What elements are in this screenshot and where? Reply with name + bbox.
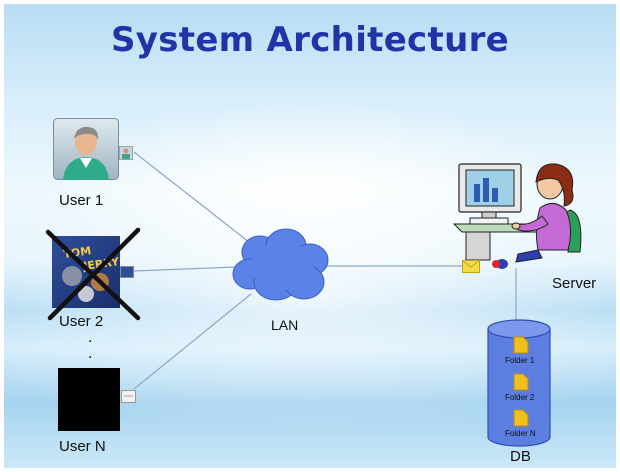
ellipsis: . . xyxy=(88,329,93,362)
folder-label: Folder 2 xyxy=(505,393,535,402)
connector-lines xyxy=(133,151,517,390)
folder-icon xyxy=(513,336,529,354)
lan-label: LAN xyxy=(271,317,299,333)
folder-icon xyxy=(513,409,529,427)
user2-label: User 2 xyxy=(59,313,104,330)
folder-label: Folder N xyxy=(505,429,536,438)
svg-text:TOM: TOM xyxy=(63,244,92,261)
link-user1-lan xyxy=(133,151,255,247)
user1-small-icon xyxy=(119,146,133,160)
server-illustration xyxy=(444,154,592,272)
folder-icon xyxy=(513,373,529,391)
userN-small-icon xyxy=(121,390,136,403)
user1-label: User 1 xyxy=(59,192,104,209)
page-title: System Architecture xyxy=(110,20,509,60)
envelope-icon xyxy=(462,260,480,273)
link-userN-lan xyxy=(133,293,252,390)
userN-label: User N xyxy=(59,438,106,455)
person-at-computer-icon xyxy=(452,163,582,269)
lan-cloud xyxy=(230,226,332,310)
user2-small-icon xyxy=(120,266,134,278)
folder-label: Folder 1 xyxy=(505,356,535,365)
cloud-icon xyxy=(232,228,329,301)
userN-avatar xyxy=(58,368,120,431)
person-avatar-icon xyxy=(53,118,119,180)
slide: System Architecture User 1 xyxy=(4,4,616,468)
user1-avatar xyxy=(53,118,119,180)
message-envelope xyxy=(462,260,480,273)
server-label: Server xyxy=(552,275,597,292)
cross-out-icon xyxy=(45,227,141,321)
db-label: DB xyxy=(510,448,531,465)
link-user2-lan xyxy=(133,266,237,272)
